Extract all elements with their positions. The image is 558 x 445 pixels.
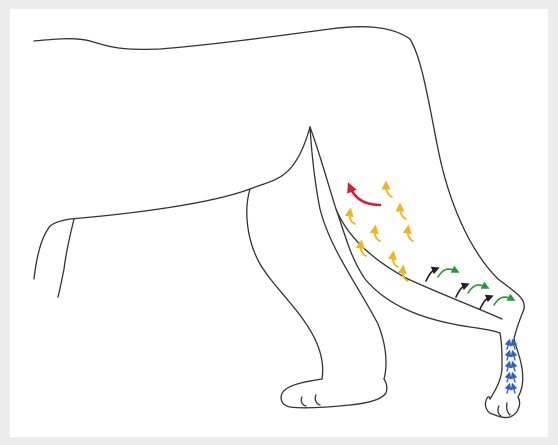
body-front-edge (34, 229, 48, 279)
stifle-front (336, 209, 500, 333)
far-paw (281, 379, 387, 408)
dog-outline (34, 27, 524, 418)
green-arrow (494, 297, 512, 305)
orange-arrow (393, 255, 398, 267)
shoulder-line (58, 219, 74, 297)
green-arrow (468, 285, 486, 293)
dog-leg-diagram (10, 9, 548, 437)
rear-shank-back (514, 309, 524, 397)
black-arrow (480, 297, 490, 309)
back-line (34, 27, 410, 50)
blue-arrow (513, 353, 515, 360)
orange-arrow (408, 229, 413, 241)
figure-panel (10, 9, 548, 437)
blue-arrow (507, 353, 509, 360)
metatarsus-front (490, 333, 502, 399)
blue-arrow (507, 364, 509, 371)
black-arrow (426, 269, 436, 281)
hind-paw (485, 397, 519, 418)
far-leg-front (247, 189, 323, 379)
black-arrow (456, 285, 466, 297)
paw-arrows (507, 342, 515, 393)
green-arrow (438, 269, 456, 277)
thigh-main-arrow (350, 187, 380, 205)
orange-arrow (400, 207, 406, 219)
orange-arrow (350, 212, 355, 224)
rear-leg-back-edge (410, 39, 524, 309)
belly-line (48, 127, 310, 229)
blue-arrow (507, 342, 509, 349)
thigh-front-edge (310, 127, 502, 319)
orange-arrow (375, 229, 380, 241)
orange-arrow (386, 185, 392, 197)
blue-arrow (507, 386, 509, 393)
blue-arrow (513, 364, 515, 371)
blue-arrow (513, 386, 515, 393)
blue-arrow (507, 375, 509, 382)
far-leg-back (310, 127, 386, 379)
blue-arrow (513, 375, 515, 382)
